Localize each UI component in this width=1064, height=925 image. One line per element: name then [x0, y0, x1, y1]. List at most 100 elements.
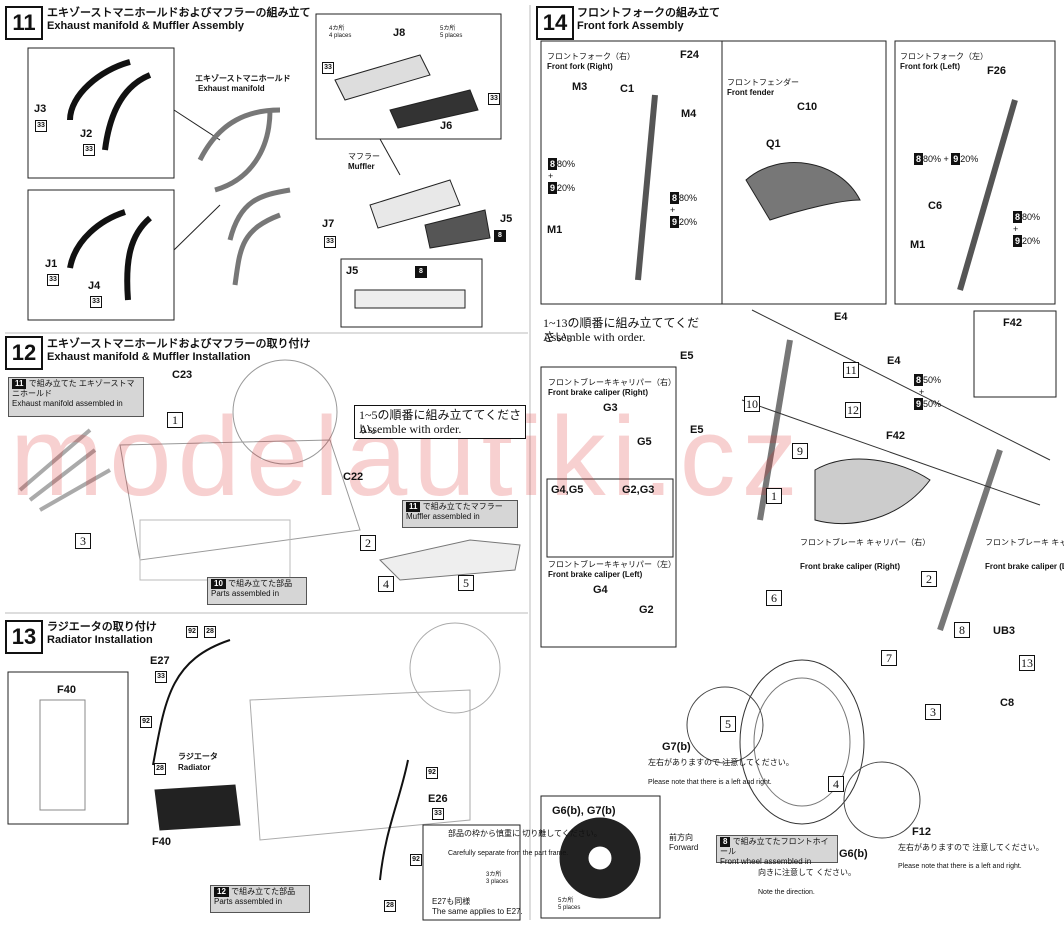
fender-jp: フロントフェンダー	[727, 78, 799, 87]
step-11-title-jp: エキゾーストマニホールドおよびマフラーの組み立て	[47, 7, 311, 19]
tag-en: Muffler assembled in	[406, 512, 480, 521]
part-f42b: F42	[886, 430, 905, 442]
part-j3: J3	[34, 103, 47, 115]
step-13-title-en: Radiator Installation	[47, 634, 153, 646]
order-note-jp: 1~13の順番に組み立ててください。	[543, 316, 700, 344]
mix-pct: 80%	[557, 159, 576, 169]
order-step-7: 7	[881, 650, 897, 666]
j5-box-label: J5	[346, 265, 359, 277]
color-code-33: 33	[47, 274, 59, 286]
parts-assembled-tag: 10 で組み立てた部品 Parts assembled in	[207, 577, 307, 605]
places4-en: 4 places	[329, 33, 352, 39]
lr-note-en-2: Please note that there is a left and rig…	[898, 863, 1022, 870]
muffler-parts-box	[315, 13, 502, 140]
places3-en: 3 places	[486, 879, 509, 885]
tag-jp: で組み立てた部品	[228, 579, 293, 588]
part-g6b: G6(b)	[839, 848, 868, 860]
part-j1: J1	[45, 258, 58, 270]
part-c8: C8	[1000, 697, 1015, 709]
tag-en: Front wheel assembled in	[720, 857, 812, 866]
part-m3: M3	[572, 81, 588, 93]
tag-ref: 11	[406, 502, 421, 512]
front-wheel-tag: 8 で組み立てたフロントホイール Front wheel assembled i…	[716, 835, 838, 866]
part-e5: E5	[680, 350, 694, 362]
radiator-label-jp: ラジエータ	[178, 752, 218, 761]
order-step-4: 4	[378, 576, 394, 592]
caliper-right-jp: フロントブレーキキャリパー（右）	[548, 378, 676, 387]
part-c6: C6	[928, 200, 943, 212]
places4-jp: 4カ所	[329, 26, 345, 32]
color-code-33: 33	[35, 120, 47, 132]
color-code-33: 33	[83, 144, 95, 156]
part-e5b: E5	[690, 424, 704, 436]
step-14-title-jp: フロントフォークの組み立て	[577, 7, 720, 19]
parts-assembled-tag: 12 で組み立てた部品 Parts assembled in	[210, 885, 310, 913]
tag-ref: 11	[12, 379, 27, 389]
muffler-assembled-tag: 11 で組み立てたマフラー Muffler assembled in	[402, 500, 518, 528]
forward-jp: 前方向	[669, 833, 693, 842]
color-code-92: 92	[140, 716, 152, 728]
step-12-title-en: Exhaust manifold & Muffler Installation	[47, 351, 251, 363]
fork-right-jp: フロントフォーク（右）	[547, 52, 635, 61]
order-step-3: 3	[75, 533, 91, 549]
order-step-5: 5	[720, 716, 736, 732]
mix-pct: 20%	[1022, 236, 1041, 246]
part-g7b: G7(b)	[662, 741, 691, 753]
mix-pct: 80%	[1022, 212, 1041, 222]
step-14-title-en: Front fork Assembly	[577, 20, 684, 32]
color-code-92: 92	[186, 626, 198, 638]
tag-ref: 8	[720, 837, 731, 847]
part-c10: C10	[797, 101, 818, 113]
part-c22: C22	[343, 471, 364, 483]
color-code-28: 28	[204, 626, 216, 638]
part-g4-g5: G4,G5	[551, 484, 584, 496]
step-12-number: 12	[5, 336, 43, 370]
part-f12: F12	[912, 826, 931, 838]
color-code-28: 28	[154, 763, 166, 775]
step-11-number: 11	[5, 6, 43, 40]
part-j2: J2	[80, 128, 93, 140]
color-code-92: 92	[426, 767, 438, 779]
j1-j4-detail-box	[27, 189, 175, 321]
places5-jp: 5カ所	[440, 26, 456, 32]
part-e27: E27	[150, 655, 170, 667]
order-note-box: 1~5の順番に組み立ててください。 Assemble with order.	[354, 405, 526, 439]
manifold-label-en: Exhaust manifold	[198, 84, 265, 93]
part-ub3: UB3	[993, 625, 1016, 637]
order-note-14: 1~13の順番に組み立ててください。 Assemble with order.	[541, 315, 703, 345]
j2-j3-detail-box	[27, 47, 175, 179]
part-e26: E26	[428, 793, 448, 805]
same-applies-en: The same applies to E27.	[432, 907, 523, 916]
order-step-3: 3	[925, 704, 941, 720]
fork-left-en: Front fork (Left)	[900, 62, 960, 71]
tag-ref: 10	[211, 579, 226, 589]
caliper-left-jp: フロントブレーキキャリパー（左）	[548, 560, 676, 569]
color-code-33: 33	[432, 808, 444, 820]
part-m1-left: M1	[910, 239, 926, 251]
cal-l-label-en: Front brake caliper (Left)	[985, 562, 1064, 571]
cal-r-label-en: Front brake caliper (Right)	[800, 562, 901, 571]
part-c1: C1	[620, 83, 635, 95]
mix-pct: 20%	[960, 154, 979, 164]
step-11-title-en: Exhaust manifold & Muffler Assembly	[47, 20, 245, 32]
part-f40: F40	[152, 836, 171, 848]
order-step-4: 4	[828, 776, 844, 792]
forward-en: Forward	[669, 843, 699, 852]
color-code-92: 92	[410, 854, 422, 866]
order-step-2: 2	[921, 571, 937, 587]
mix-pct: 50%	[923, 375, 942, 385]
direction-note-jp: 向きに注意して ください。	[758, 868, 856, 877]
step-14-number: 14	[536, 6, 574, 40]
order-step-5: 5	[458, 575, 474, 591]
part-j4: J4	[88, 280, 101, 292]
part-g2-g3: G2,G3	[622, 484, 655, 496]
tag-en: Parts assembled in	[211, 589, 280, 598]
order-step-11: 11	[843, 362, 859, 378]
muffler-label-en: Muffler	[348, 162, 375, 171]
order-note-jp: 1~5の順番に組み立ててください。	[359, 408, 522, 436]
lr-note-jp: 左右がありますので 注意してください。	[648, 758, 794, 767]
muffler-label-jp: マフラー	[348, 152, 380, 161]
part-f40-box: F40	[57, 684, 76, 696]
